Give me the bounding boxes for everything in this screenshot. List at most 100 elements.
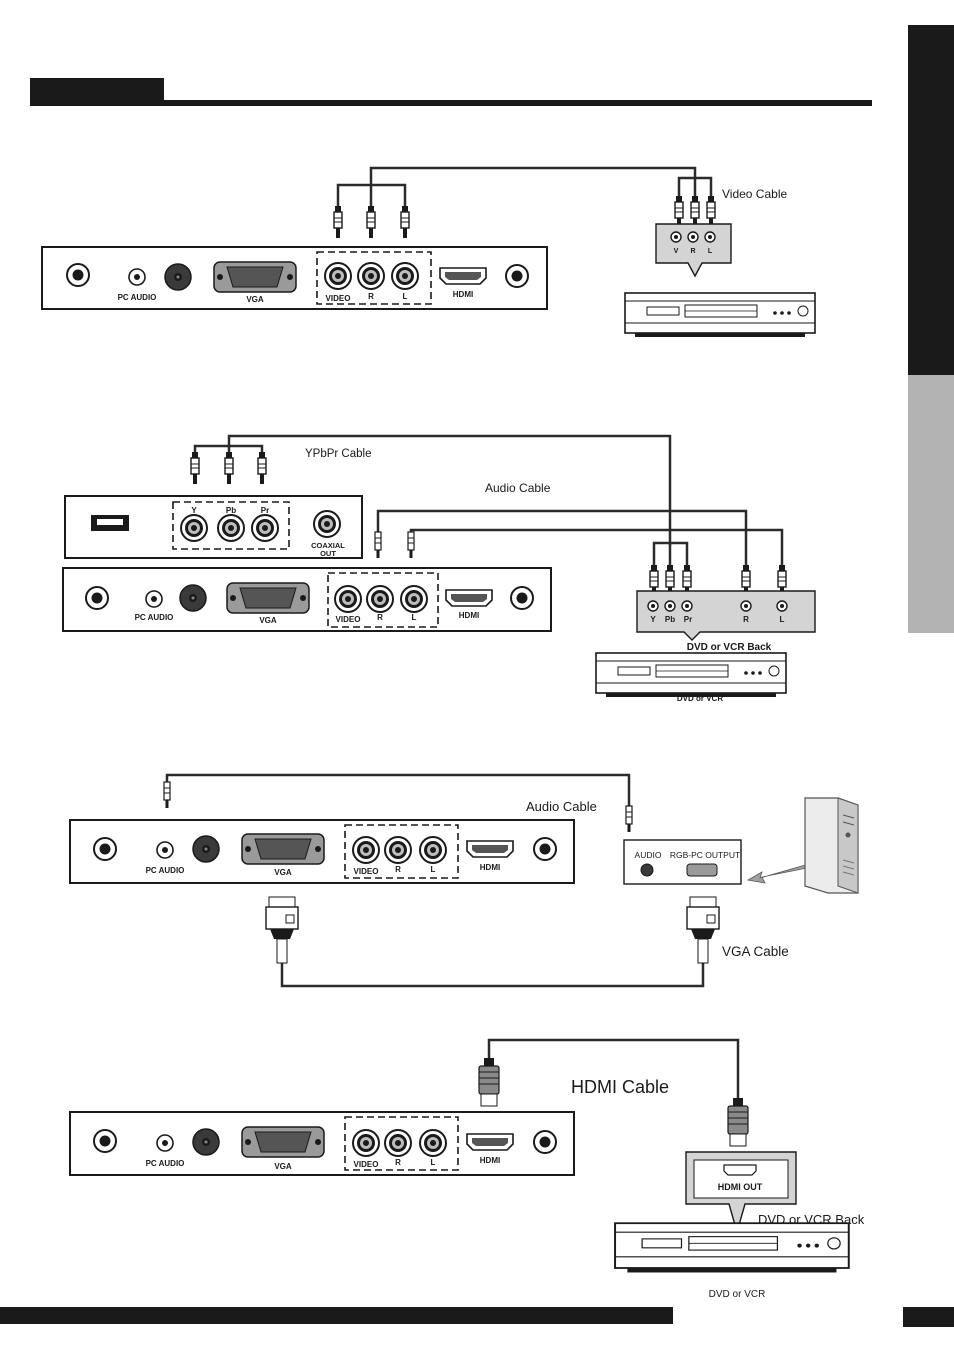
rca-plug-icon xyxy=(333,205,343,239)
device-v-label: V xyxy=(674,248,679,255)
audio-r-jack-icon xyxy=(366,585,394,613)
coaxial-jack-icon xyxy=(313,510,341,538)
pc-audio-jack-icon xyxy=(156,841,174,859)
side-tab-gray xyxy=(908,375,954,633)
pb-jack-icon xyxy=(217,514,245,542)
vga-port-icon xyxy=(241,833,325,865)
vga-label: VGA xyxy=(246,295,264,304)
socket-icon xyxy=(510,586,534,610)
video-label: VIDEO xyxy=(354,1160,379,1169)
audio-r-jack-icon xyxy=(357,262,385,290)
video-label: VIDEO xyxy=(326,294,351,303)
hdmi-out-callout: HDMI OUT xyxy=(685,1151,797,1235)
socket-icon xyxy=(93,837,117,861)
power-jack-icon xyxy=(179,584,207,612)
hdmi-port-icon xyxy=(466,840,514,858)
vga-port-icon xyxy=(213,261,297,293)
device-back-label: DVD or VCR Back xyxy=(687,642,772,653)
rca-plug-icon xyxy=(690,195,700,229)
video-jack-icon xyxy=(352,1129,380,1157)
r-label: R xyxy=(377,613,383,622)
coaxial-label-1: COAXIAL xyxy=(311,541,345,550)
hdmi-plug-icon xyxy=(478,1058,500,1107)
audio-plug-icon xyxy=(407,531,415,559)
device-pb-label: Pb xyxy=(665,615,675,624)
vga-cable-label: VGA Cable xyxy=(722,944,789,959)
hdmi-cable xyxy=(487,1038,740,1098)
vga-plug-icon xyxy=(686,896,720,964)
hdmi-out-label: HDMI OUT xyxy=(718,1182,763,1192)
pc-audio-jack-icon xyxy=(128,268,146,286)
audio-l-jack-icon xyxy=(419,836,447,864)
pc-audio-label: PC AUDIO xyxy=(146,1159,185,1168)
power-jack-icon xyxy=(164,263,192,291)
vga-cable xyxy=(265,896,720,988)
pc-audio-label: PC AUDIO xyxy=(118,293,157,302)
rca-plug-icon xyxy=(706,195,716,229)
section-component: Y Pb Pr COAXIAL OUT PC AUDIO VGA VIDEO R… xyxy=(62,434,816,703)
audio-r-jack-icon xyxy=(384,836,412,864)
video-cable-label: Video Cable xyxy=(722,187,787,201)
audio-plug-icon xyxy=(625,805,633,833)
pc-audio-label: PC AUDIO xyxy=(146,866,185,875)
header-title-block xyxy=(30,78,164,104)
audio-l-jack-icon xyxy=(419,1129,447,1157)
pc-audio-out-label: AUDIO xyxy=(635,850,662,860)
device-y-label: Y xyxy=(650,615,656,624)
audio-cable-label: Audio Cable xyxy=(485,481,551,495)
vga-label: VGA xyxy=(274,1162,292,1171)
y-jack-icon xyxy=(180,514,208,542)
tv-panel: PC AUDIO VGA VIDEO R L HDMI xyxy=(62,567,552,632)
video-cable xyxy=(336,166,713,210)
section-hdmi: PC AUDIO VGA VIDEO R L HDMI xyxy=(69,1038,865,1300)
power-jack-icon xyxy=(192,1128,220,1156)
pc-audio-label: PC AUDIO xyxy=(135,613,174,622)
socket-icon xyxy=(93,1129,117,1153)
socket-icon xyxy=(505,264,529,288)
vga-port-icon xyxy=(226,582,310,614)
pc-vga-port-icon xyxy=(686,863,718,877)
footer-bar xyxy=(0,1307,673,1324)
hdmi-port-icon xyxy=(445,589,493,607)
audio-plug-icon xyxy=(374,531,382,559)
l-label: L xyxy=(431,1158,436,1167)
device-r-label: R xyxy=(743,615,749,624)
rca-plug-icon xyxy=(257,451,267,485)
vga-label: VGA xyxy=(259,616,277,625)
video-jack-icon xyxy=(324,262,352,290)
device-l-label: L xyxy=(780,615,785,624)
l-label: L xyxy=(431,865,436,874)
hdmi-label: HDMI xyxy=(480,1156,500,1165)
pr-jack-icon xyxy=(251,514,279,542)
pc-rgb-output-label: RGB-PC OUTPUT xyxy=(670,850,740,860)
computer-tower-icon xyxy=(804,797,859,894)
hdmi-label: HDMI xyxy=(459,611,479,620)
device-jack-callout: V R L xyxy=(655,223,732,278)
l-label: L xyxy=(412,613,417,622)
rca-plug-icon xyxy=(224,451,234,485)
device-r-label: R xyxy=(690,248,695,255)
pc-audio-port-icon xyxy=(640,863,654,877)
hdmi-plug-icon xyxy=(727,1098,749,1147)
video-label: VIDEO xyxy=(336,615,361,624)
socket-icon xyxy=(66,263,90,287)
hdmi-port-icon xyxy=(439,267,487,285)
video-jack-icon xyxy=(352,836,380,864)
tv-panel: PC AUDIO VGA VIDEO R L HDMI xyxy=(69,819,575,884)
rca-plug-icon xyxy=(674,195,684,229)
device-label: DVD or VCR xyxy=(677,694,723,703)
video-label: VIDEO xyxy=(354,867,379,876)
socket-icon xyxy=(533,1130,557,1154)
side-tab-dark xyxy=(908,25,954,375)
rca-plug-icon xyxy=(366,205,376,239)
ypbpr-cable-label: YPbPr Cable xyxy=(305,448,371,460)
audio-l-jack-icon xyxy=(391,262,419,290)
device-l-label: L xyxy=(708,248,713,255)
audio-cable xyxy=(376,509,784,570)
tv-panel: PC AUDIO VGA VIDEO R L HDMI xyxy=(69,1111,575,1176)
header-rule xyxy=(30,100,872,106)
vga-port-icon xyxy=(241,1126,325,1158)
audio-r-jack-icon xyxy=(384,1129,412,1157)
hdmi-label: HDMI xyxy=(480,863,500,872)
